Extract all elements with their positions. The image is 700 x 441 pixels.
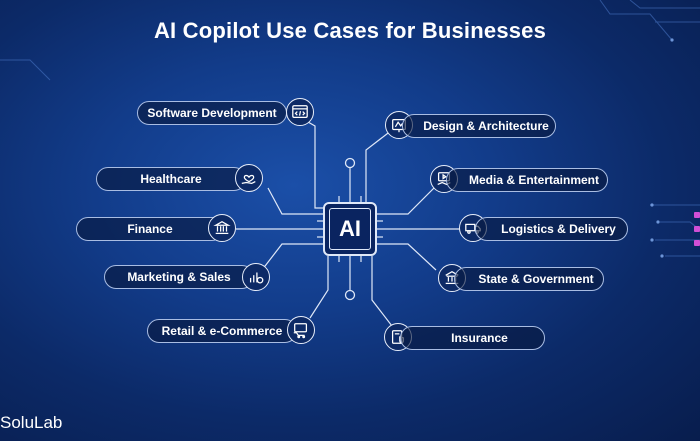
use-case-label: State & Government bbox=[478, 272, 594, 286]
page-title: AI Copilot Use Cases for Businesses bbox=[153, 18, 547, 43]
use-case-media-entertainment: Media & Entertainment bbox=[446, 168, 608, 192]
use-case-insurance: Insurance bbox=[400, 326, 545, 350]
use-case-healthcare: Healthcare bbox=[96, 167, 246, 191]
use-case-state-government: State & Government bbox=[454, 267, 604, 291]
ai-chip: AI bbox=[323, 202, 377, 256]
use-case-marketing-sales: Marketing & Sales bbox=[104, 265, 254, 289]
use-case-label: Software Development bbox=[147, 106, 277, 120]
use-case-label: Media & Entertainment bbox=[468, 173, 600, 187]
use-case-label: Logistics & Delivery bbox=[501, 222, 616, 236]
shop-cart-icon bbox=[287, 316, 315, 344]
use-case-logistics-delivery: Logistics & Delivery bbox=[475, 217, 628, 241]
bank-icon bbox=[208, 214, 236, 242]
heart-hand-icon bbox=[235, 164, 263, 192]
use-case-retail-ecommerce: Retail & e-Commerce bbox=[147, 319, 297, 343]
use-case-label: Design & Architecture bbox=[423, 119, 549, 133]
use-case-label: Marketing & Sales bbox=[127, 270, 231, 284]
code-window-icon bbox=[286, 98, 314, 126]
use-case-software-development: Software Development bbox=[137, 101, 287, 125]
use-case-label: Finance bbox=[127, 222, 173, 236]
use-case-design-architecture: Design & Architecture bbox=[402, 114, 556, 138]
use-case-label: Retail & e-Commerce bbox=[161, 324, 283, 338]
use-case-finance: Finance bbox=[76, 217, 224, 241]
use-case-label: Healthcare bbox=[140, 172, 202, 186]
brand-logo-text: SoluLab bbox=[0, 413, 63, 432]
chart-coin-icon bbox=[242, 263, 270, 291]
use-case-label: Insurance bbox=[451, 331, 508, 345]
ai-chip-label: AI bbox=[329, 208, 371, 250]
